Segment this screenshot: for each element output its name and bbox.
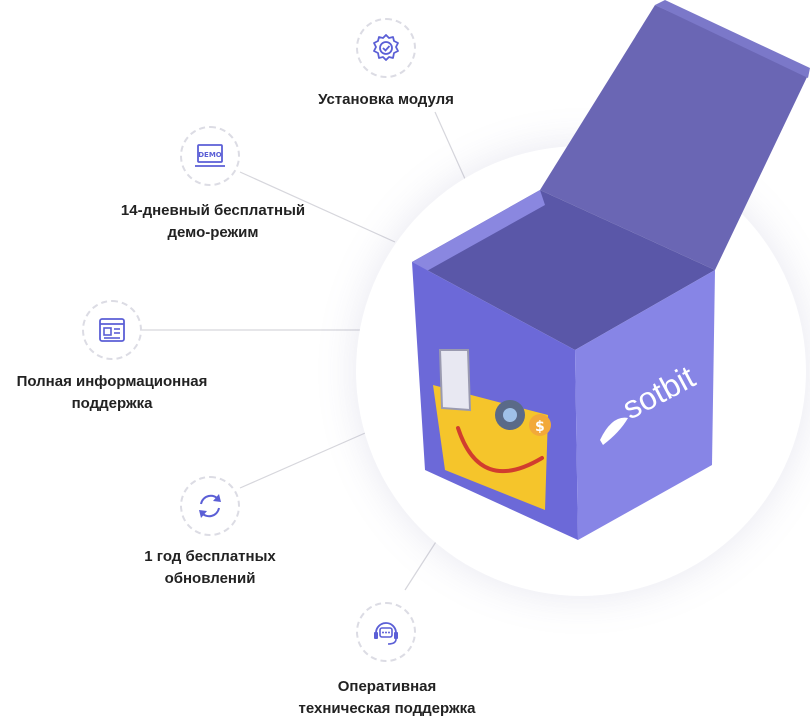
sotbit-product-box: $ sotbit	[412, 0, 810, 540]
feature-label-updates: 1 год бесплатных обновлений	[144, 548, 276, 587]
support-badge	[356, 602, 416, 662]
gear-check-icon	[373, 34, 399, 61]
svg-text:$: $	[535, 419, 545, 435]
demo-badge: DEMO	[180, 126, 240, 186]
updates-badge	[180, 476, 240, 536]
demo-laptop-icon: DEMO	[195, 144, 225, 167]
support-chat-icon	[374, 622, 398, 645]
feature-label-support: Оперативная техническая поддержка	[298, 678, 476, 717]
refresh-arrows-icon	[199, 494, 221, 518]
installation-badge	[356, 18, 416, 78]
feature-label-demo: 14-дневный бесплатный демо-режим	[120, 202, 306, 241]
svg-text:DEMO: DEMO	[198, 151, 222, 159]
document-info-icon	[99, 318, 125, 342]
feature-label-info: Полная информационная поддержка	[16, 373, 208, 412]
info-badge	[82, 300, 142, 360]
feature-label-installation: Установка модуля	[318, 91, 454, 108]
